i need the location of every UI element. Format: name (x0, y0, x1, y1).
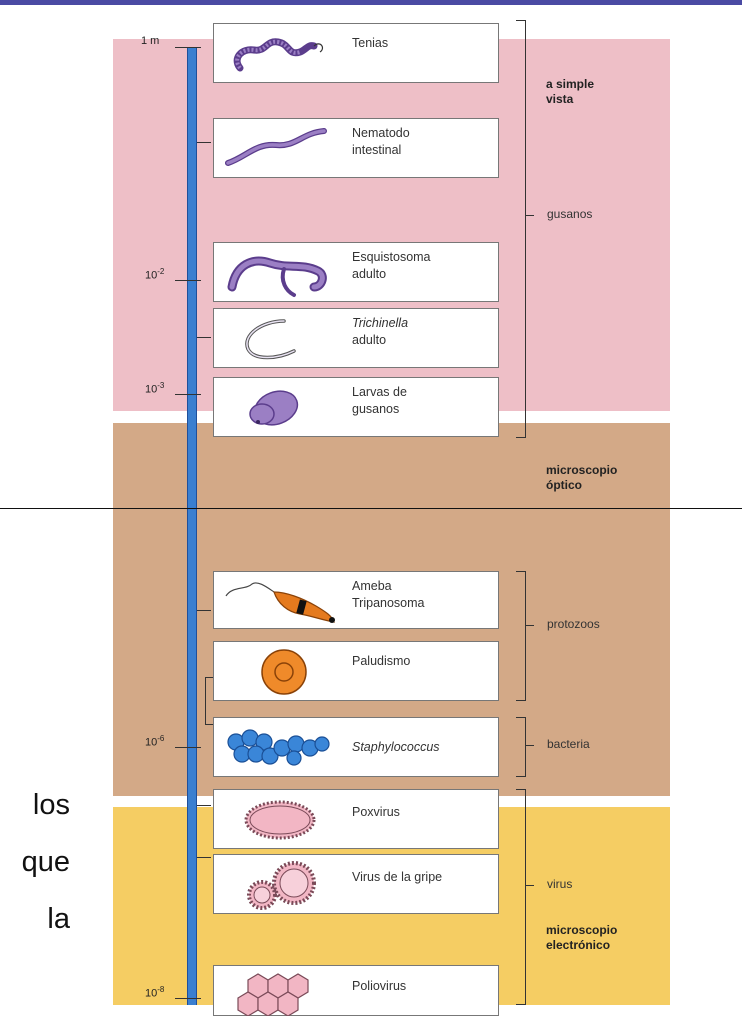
organism-name: Poliovirus (352, 978, 406, 995)
scale-label-1m: 1 m (141, 35, 159, 47)
organism-name: Larvas de (352, 384, 407, 401)
scale-tick-cm (175, 280, 201, 281)
organism-name: Trichinella (352, 315, 408, 332)
size-scale-bar (187, 47, 197, 1005)
organism-name: Nematodo (352, 125, 410, 142)
organism-name: Esquistosoma (352, 249, 431, 266)
tapeworm-icon (222, 28, 332, 78)
protozoa-bracket (516, 571, 526, 701)
scale-tick-nm (175, 998, 201, 999)
schistosome-icon (222, 247, 332, 299)
bacteria-bracket (516, 717, 526, 777)
slide-text-line-1: los (18, 789, 70, 822)
scale-tick-mm (175, 394, 201, 395)
organism-name-line2: Tripanosoma (352, 595, 425, 612)
organism-card-nematodo: Nematodo intestinal (213, 118, 499, 178)
worms-bracket-tick (526, 215, 534, 216)
virus-bracket (516, 789, 526, 1005)
organism-name-line2: intestinal (352, 142, 401, 159)
scale-label-um: 10-6 (145, 734, 164, 749)
poliovirus-icon (222, 970, 332, 1016)
worms-bracket (516, 20, 526, 438)
protozoa-bracket-tick (526, 625, 534, 626)
organism-card-larvas: Larvas de gusanos (213, 377, 499, 437)
slide-divider-line (0, 508, 742, 509)
organism-name-line2: adulto (352, 266, 386, 283)
intestinal-nematode-icon (222, 123, 332, 173)
scale-tick-minor (197, 142, 211, 143)
group-label-gusanos: gusanos (547, 207, 592, 221)
organism-card-poliovirus: Poliovirus (213, 965, 499, 1016)
organism-card-ameba-tripanosoma: Ameba Tripanosoma (213, 571, 499, 629)
organism-card-paludismo: Paludismo (213, 641, 499, 701)
slide-text-line-2: que (10, 846, 70, 879)
scale-label-nm: 10-8 (145, 985, 164, 1000)
scale-tick-minor (197, 337, 211, 338)
slide-text-line-3: la (18, 903, 70, 936)
organism-card-staphylococcus: Staphylococcus (213, 717, 499, 777)
group-label-bacteria: bacteria (547, 737, 590, 751)
organism-name-line2: gusanos (352, 401, 399, 418)
trypanosome-icon (222, 576, 342, 628)
organism-card-tenias: Tenias (213, 23, 499, 83)
organism-card-trichinella: Trichinella adulto (213, 308, 499, 368)
organism-name: Ameba (352, 578, 392, 595)
group-label-virus: virus (547, 877, 572, 891)
organism-name: Staphylococcus (352, 739, 440, 756)
protozoa-connector (205, 677, 213, 725)
organism-card-poxvirus: Poxvirus (213, 789, 499, 849)
malaria-parasite-icon (222, 646, 332, 698)
organism-name-line2: adulto (352, 332, 386, 349)
organism-card-virus-gripe: Virus de la gripe (213, 854, 499, 914)
poxvirus-icon (222, 794, 332, 846)
group-label-protozoos: protozoos (547, 617, 600, 631)
scale-tick-um (175, 747, 201, 748)
organism-name: Paludismo (352, 653, 410, 670)
scale-label-mm: 10-3 (145, 381, 164, 396)
influenza-virus-icon (222, 859, 332, 913)
organism-name: Poxvirus (352, 804, 400, 821)
scale-tick-1m (175, 47, 201, 48)
organism-name: Tenias (352, 35, 388, 52)
scale-label-cm: 10-2 (145, 267, 164, 282)
trichinella-icon (222, 313, 332, 365)
scale-tick-minor (197, 610, 211, 611)
scale-tick-minor (197, 857, 211, 858)
worm-larva-icon (222, 382, 332, 434)
scale-tick-minor (197, 805, 211, 806)
bacteria-bracket-tick (526, 745, 534, 746)
organism-size-scale-figure: 1 m 10-2 10-3 10-6 10-8 Tenias Nematodo … (113, 5, 670, 1016)
virus-bracket-tick (526, 885, 534, 886)
staphylococcus-icon (222, 722, 342, 774)
organism-card-esquistosoma: Esquistosoma adulto (213, 242, 499, 302)
organism-name: Virus de la gripe (352, 869, 442, 886)
